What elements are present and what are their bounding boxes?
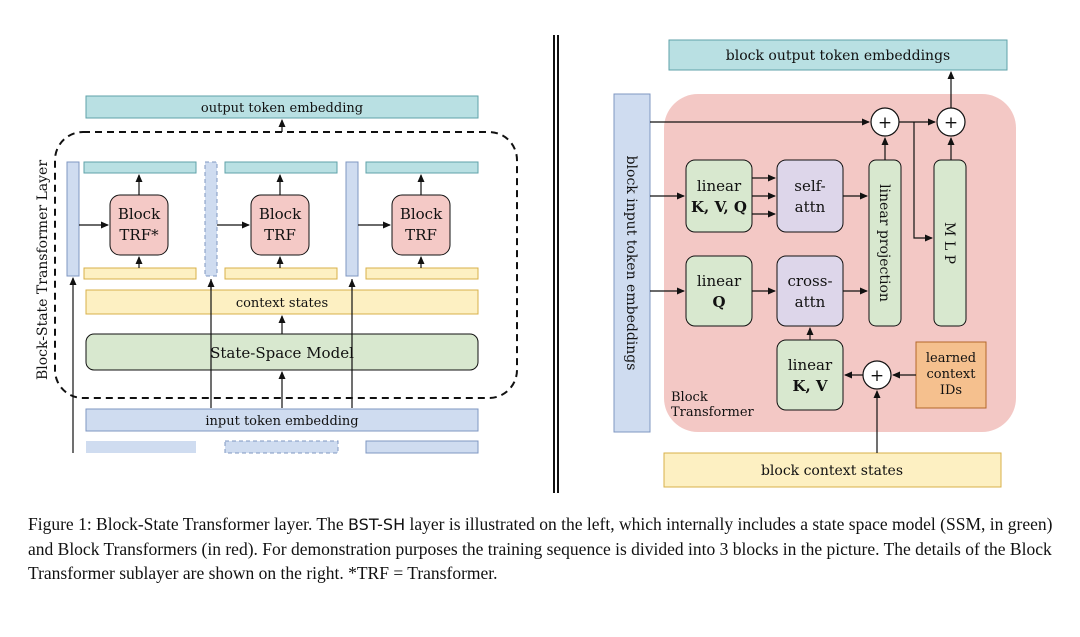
linear-kvq-line1: linear bbox=[697, 177, 742, 195]
input-segment-3 bbox=[365, 440, 479, 454]
caption-suffix: layer is illustrated on the left, which … bbox=[28, 514, 1053, 583]
learned-context-ids-line3: IDs bbox=[940, 383, 962, 398]
context-states-label: context states bbox=[236, 296, 328, 311]
block-output-box bbox=[668, 39, 1008, 71]
block-trf-3-line1: Block bbox=[400, 205, 443, 223]
block-trf-3 bbox=[391, 194, 451, 256]
linear-q-box bbox=[685, 255, 753, 327]
ssm-box bbox=[85, 333, 479, 371]
block-trf-2-line2: TRF bbox=[264, 226, 296, 244]
block-transformer-label-line2: Transformer bbox=[671, 405, 755, 420]
linear-kv-box bbox=[776, 339, 844, 411]
linear-kv-line2: K, V bbox=[792, 377, 827, 395]
block-input-label: block input token embeddings bbox=[623, 156, 639, 371]
block-trf-2 bbox=[250, 194, 310, 256]
block-output-strip-1 bbox=[83, 161, 197, 174]
plus-node-residual-2-sign: + bbox=[944, 113, 958, 133]
block-context-states-label: block context states bbox=[761, 463, 903, 479]
output-token-embedding-box bbox=[85, 95, 479, 119]
block-output-strip-3 bbox=[365, 161, 479, 174]
plus-node-residual-1-sign: + bbox=[878, 113, 892, 133]
residual-bar-2 bbox=[204, 161, 218, 277]
residual-bar-3 bbox=[345, 161, 359, 277]
arrow-plus1-to-mlp bbox=[913, 122, 933, 242]
block-transformer-label-line1: Block bbox=[671, 390, 708, 405]
block-context-states-box bbox=[663, 452, 1002, 488]
block-input-box bbox=[613, 93, 651, 433]
cross-attn-line1: cross- bbox=[787, 272, 832, 290]
caption-prefix: Figure 1: Block-State Transformer layer.… bbox=[28, 514, 348, 534]
layer-side-label: Block-State Transformer Layer bbox=[35, 160, 51, 380]
block-context-strip-2 bbox=[224, 267, 338, 280]
input-segment-1 bbox=[86, 441, 196, 453]
plus-node-context-sign: + bbox=[870, 366, 884, 386]
block-trf-1 bbox=[109, 194, 169, 256]
block-trf-2-line1: Block bbox=[259, 205, 302, 223]
input-token-embedding-box bbox=[85, 408, 479, 432]
block-output-label: block output token embeddings bbox=[726, 48, 950, 64]
diagram-canvas: Block-State Transformer Layer output tok… bbox=[35, 35, 1016, 493]
block-output-strip-2 bbox=[224, 161, 338, 174]
left-diagram: Block-State Transformer Layer output tok… bbox=[35, 95, 518, 454]
linear-q-line2: Q bbox=[712, 293, 725, 311]
learned-context-ids-box bbox=[915, 341, 987, 409]
output-token-embedding-label: output token embedding bbox=[201, 101, 363, 116]
residual-bar-1 bbox=[66, 161, 80, 277]
linear-kvq-box bbox=[685, 159, 753, 233]
block-context-strip-3 bbox=[365, 267, 479, 280]
figure-caption: Figure 1: Block-State Transformer layer.… bbox=[28, 512, 1058, 585]
right-diagram: block output token embeddings Block Tran… bbox=[613, 39, 1016, 488]
mlp-box bbox=[933, 159, 967, 327]
self-attn-box bbox=[776, 159, 844, 233]
ssm-label: State-Space Model bbox=[210, 344, 354, 362]
block-trf-1-line2: TRF* bbox=[119, 226, 159, 244]
block-trf-1-line1: Block bbox=[118, 205, 161, 223]
input-segment-2 bbox=[224, 440, 339, 454]
input-token-embedding-label: input token embedding bbox=[205, 414, 358, 429]
caption-layer-name: BST-SH bbox=[347, 515, 406, 534]
context-states-box bbox=[85, 289, 479, 315]
learned-context-ids-line1: learned bbox=[926, 351, 976, 366]
cross-attn-line2: attn bbox=[795, 293, 826, 311]
self-attn-line2: attn bbox=[795, 198, 826, 216]
layer-dashed-boundary bbox=[54, 131, 518, 399]
linear-kv-line1: linear bbox=[788, 356, 833, 374]
linear-q-line1: linear bbox=[697, 272, 742, 290]
self-attn-line1: self- bbox=[794, 177, 825, 195]
block-context-strip-1 bbox=[83, 267, 197, 280]
cross-attn-box bbox=[776, 255, 844, 327]
linear-projection-label: linear projection bbox=[876, 184, 892, 302]
mlp-label: M L P bbox=[941, 222, 957, 264]
linear-kvq-line2: K, V, Q bbox=[691, 198, 747, 216]
learned-context-ids-line2: context bbox=[927, 367, 977, 382]
block-trf-3-line2: TRF bbox=[405, 226, 437, 244]
